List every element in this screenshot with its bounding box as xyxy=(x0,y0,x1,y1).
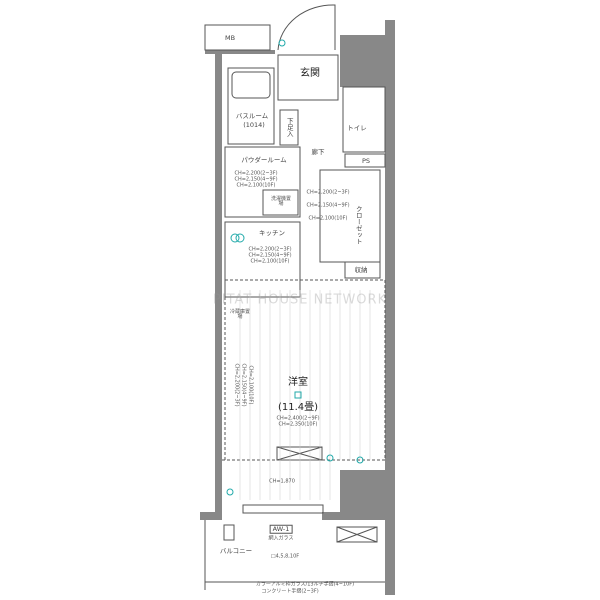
label-bathroom: バスルーム xyxy=(235,111,269,120)
room-outlines xyxy=(204,4,386,590)
ch-left-2: CH=2,150(4~9F) xyxy=(240,363,247,407)
window-floors: □4,5,8,10F xyxy=(270,553,300,560)
ch-kitchen-2: CH=2,150(4~9F) xyxy=(248,252,292,259)
label-storage: 収納 xyxy=(354,265,368,274)
label-bathroom-size: (1014) xyxy=(243,120,265,129)
label-fridge: 冷蔵庫置場 xyxy=(230,309,251,320)
ch-western-2: CH=2,350(10F) xyxy=(278,421,318,428)
watermark: PITAT HOUSE NETWORK xyxy=(212,292,388,308)
ch-kitchen-3: CH=2,100(10F) xyxy=(250,258,290,265)
label-kitchen: キッチン xyxy=(259,228,285,237)
label-ps: PS xyxy=(361,156,371,165)
label-hallway: 廊下 xyxy=(311,147,325,156)
label-mb: MB xyxy=(224,33,236,42)
label-closet: クローゼット xyxy=(354,205,363,245)
ch-powder-2: CH=2,150(4~9F) xyxy=(234,176,278,183)
ch-hall-1: CH=2,200(2~3F) xyxy=(306,189,350,196)
ch-left-1: CH=2,200(2~3F) xyxy=(233,363,240,407)
label-western-room-size: (11.4畳) xyxy=(277,402,319,413)
label-washer-space: 洗濯機置場 xyxy=(271,196,292,207)
label-toilet: トイレ xyxy=(347,123,367,132)
label-shoe-storage: 下足入 xyxy=(285,117,294,137)
fixtures xyxy=(226,39,364,496)
label-entrance: 玄関 xyxy=(300,68,320,79)
ch-powder-3: CH=2,100(10F) xyxy=(236,182,276,189)
note-1: カラーアルミ枠ガラス/13ルチ手摺(4~10F) xyxy=(255,581,355,588)
ch-left-3: CH=2,100(10F) xyxy=(247,365,254,405)
window-glass: 網入ガラス xyxy=(268,535,294,542)
ch-western-1: CH=2,400(2~9F) xyxy=(276,415,320,422)
label-western-room: 洋室 xyxy=(288,377,308,388)
flooring-lines xyxy=(239,290,371,500)
window-code: AW-1 xyxy=(269,524,293,534)
label-powder-room: パウダールーム xyxy=(241,155,287,164)
ch-hall-2: CH=2,150(4~9F) xyxy=(306,202,350,209)
ch-hall-3: CH=2,100(10F) xyxy=(308,215,348,222)
note-2: コンクリート手摺(2~3F) xyxy=(261,588,319,595)
label-balcony: バルコニー xyxy=(219,546,253,555)
ch-kitchen-1: CH=2,200(2~3F) xyxy=(248,246,292,253)
ch-powder-1: CH=2,200(2~3F) xyxy=(234,170,278,177)
structural-walls xyxy=(200,20,395,595)
ch-window-area: CH=1,870 xyxy=(269,478,295,485)
